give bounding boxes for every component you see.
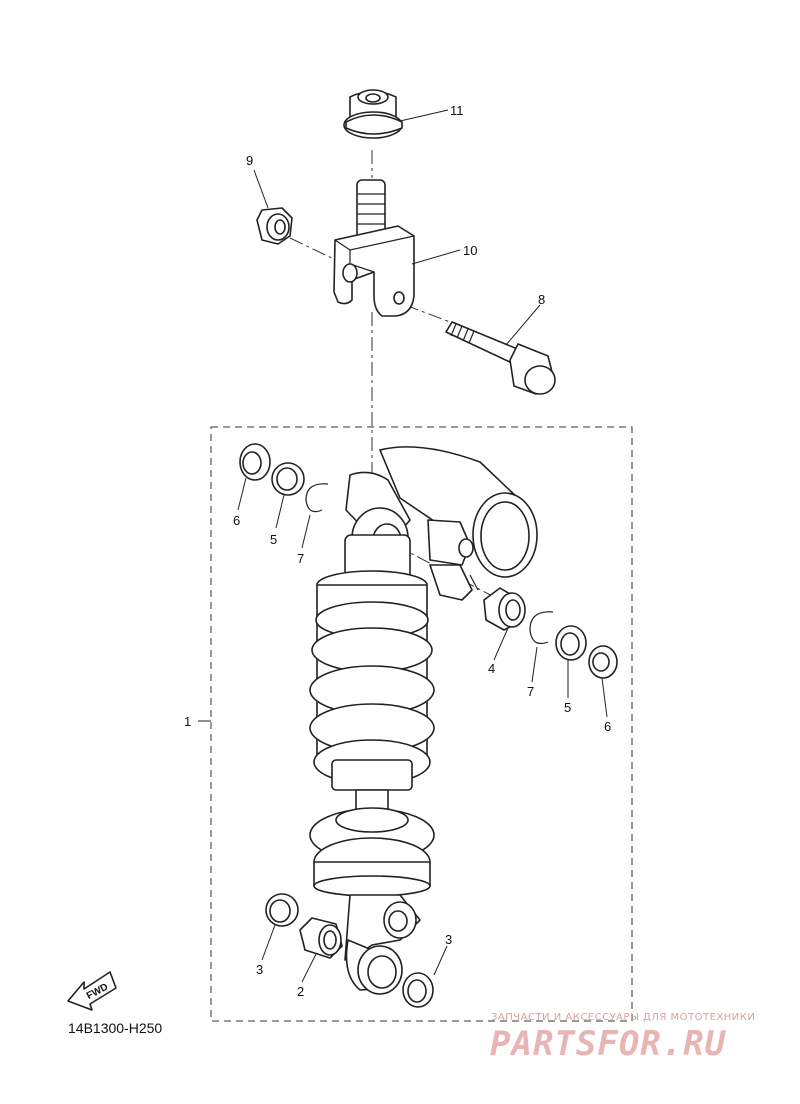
assembly-boundary (210, 426, 633, 1022)
callout-3-right: 3 (445, 932, 452, 947)
callout-5-right: 5 (564, 700, 571, 715)
callout-4: 4 (488, 661, 495, 676)
callout-9: 9 (246, 153, 253, 168)
lower-seal-right-part[interactable] (402, 972, 434, 1008)
callout-5-left: 5 (270, 532, 277, 547)
leader-lines (198, 109, 608, 983)
callout-2: 2 (297, 984, 304, 999)
callout-6-right: 6 (604, 719, 611, 734)
callout-7-right: 7 (527, 684, 534, 699)
collar-bushing-part[interactable] (483, 587, 526, 631)
callout-3-left: 3 (256, 962, 263, 977)
callout-10: 10 (463, 243, 477, 258)
callout-1: 1 (184, 714, 191, 729)
callout-11: 11 (450, 103, 464, 118)
left-bushing-set[interactable] (239, 443, 329, 513)
fwd-arrow-icon: FWD (67, 971, 117, 1011)
watermark-tagline: ЗАПЧАСТИ И АКСЕССУАРЫ ДЛЯ МОТОТЕХНИКИ (491, 1012, 756, 1023)
needle-bearing-part[interactable] (299, 917, 343, 959)
diagram-code: 14B1300-H250 (68, 1020, 163, 1036)
callout-8: 8 (538, 292, 545, 307)
lower-seal-left-part[interactable] (265, 893, 299, 927)
flange-nut-part[interactable] (343, 89, 403, 139)
watermark-brand: PARTSFOR.RU (490, 1024, 727, 1064)
collar-nut-part[interactable] (256, 207, 293, 245)
upper-bracket-part[interactable] (333, 179, 415, 317)
flange-bolt-part[interactable] (445, 321, 556, 395)
callout-7-left: 7 (297, 551, 304, 566)
callout-6-left: 6 (233, 513, 240, 528)
right-bushing-set[interactable] (529, 611, 618, 679)
shock-absorber-part[interactable] (309, 446, 538, 995)
callout-numbers: 11 9 10 8 6 5 7 1 4 7 5 6 3 2 3 (184, 103, 611, 999)
